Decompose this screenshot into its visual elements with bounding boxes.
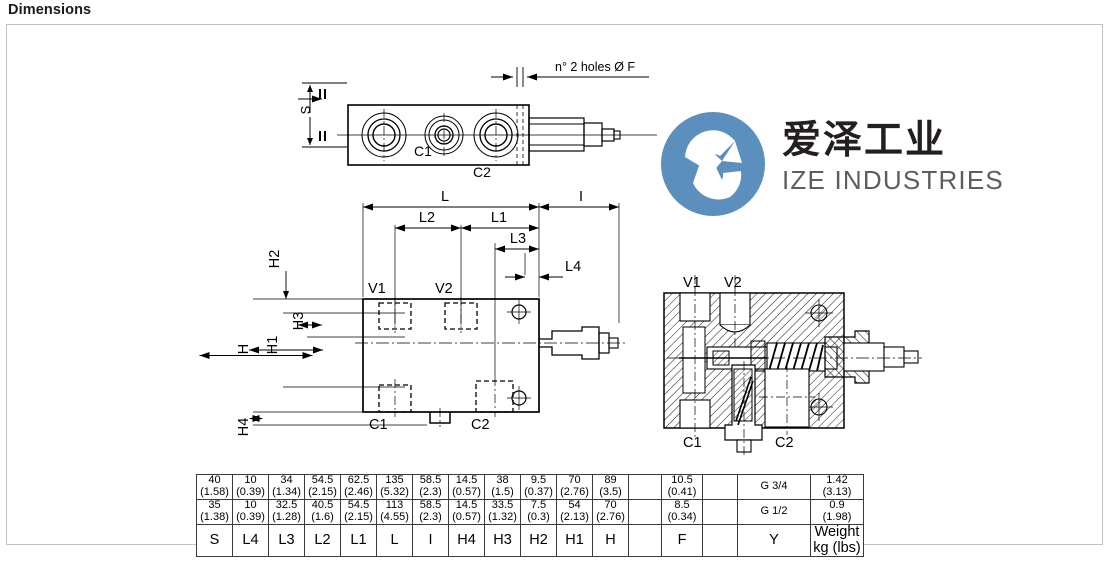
cell-Y-row1: G 3/4 (737, 474, 811, 500)
header-H1: H1 (556, 523, 593, 558)
header-F: F (661, 523, 703, 558)
svg-text:C1: C1 (683, 435, 702, 451)
front-view-drawing: L I L2 L1 L3 L4 (199, 189, 625, 437)
table-row-g34: 40 (1.58) 10 (0.39) 34 (1.34) 54.5 (2.15… (196, 474, 864, 500)
svg-text:H: H (236, 344, 252, 354)
svg-text:L1: L1 (491, 210, 507, 226)
cell-F-row1: 10.5 (0.41) (661, 474, 703, 500)
page-title: Dimensions (8, 2, 92, 18)
svg-text:S: S (298, 105, 313, 114)
header-L: L (376, 523, 413, 558)
header-H4: H4 (448, 523, 485, 558)
svg-text:L3: L3 (510, 231, 526, 247)
header-weight: Weight kg (lbs) (810, 523, 864, 558)
dimensions-content-frame: S (6, 24, 1103, 558)
header-L4: L4 (232, 523, 269, 558)
cell-H3-row2: 33.5 (1.32) (484, 499, 521, 525)
section-view-drawing: V1 V2 C1 C2 (663, 275, 922, 457)
svg-text:L: L (441, 189, 449, 205)
cell-L-row1: 135 (5.32) (376, 474, 413, 500)
header-gap1 (628, 523, 662, 558)
cell-gap2-row1 (702, 474, 738, 500)
svg-text:L4: L4 (565, 259, 581, 275)
svg-text:C2: C2 (473, 164, 491, 180)
brand-text-block: 爱泽工业 IZE INDUSTRIES (782, 118, 1022, 195)
cell-L2-row1: 54.5 (2.15) (304, 474, 341, 500)
header-I: I (412, 523, 449, 558)
cell-H2-row2: 7.5 (0.3) (520, 499, 557, 525)
svg-text:V2: V2 (435, 281, 453, 297)
cell-L1-row2: 54.5 (2.15) (340, 499, 377, 525)
cell-H1-row1: 70 (2.76) (556, 474, 593, 500)
cell-F-row2: 8.5 (0.34) (661, 499, 703, 525)
header-L1: L1 (340, 523, 377, 558)
cell-L4-row2: 10 (0.39) (232, 499, 269, 525)
header-H3: H3 (484, 523, 521, 558)
cell-S-row1: 40 (1.58) (196, 474, 233, 500)
header-H2: H2 (520, 523, 557, 558)
table-header-row: S L4 L3 L2 L1 L I H4 H3 H2 H1 H F Y Weig… (196, 523, 864, 558)
cell-S-row2: 35 (1.38) (196, 499, 233, 525)
cell-H2-row1: 9.5 (0.37) (520, 474, 557, 500)
cell-L1-row1: 62.5 (2.46) (340, 474, 377, 500)
svg-text:H2: H2 (267, 250, 283, 269)
top-view-drawing: S (298, 60, 657, 180)
cell-I-row2: 58.5 (2.3) (412, 499, 449, 525)
svg-text:V1: V1 (368, 281, 386, 297)
brand-name-en: IZE INDUSTRIES (782, 164, 1004, 195)
cell-L2-row2: 40.5 (1.6) (304, 499, 341, 525)
header-H: H (592, 523, 629, 558)
cell-H4-row1: 14.5 (0.57) (448, 474, 485, 500)
svg-text:H4: H4 (236, 418, 252, 437)
dimensions-table: 40 (1.58) 10 (0.39) 34 (1.34) 54.5 (2.15… (196, 474, 864, 558)
header-L2: L2 (304, 523, 341, 558)
header-L3: L3 (268, 523, 305, 558)
svg-text:C1: C1 (414, 143, 432, 159)
header-Y: Y (737, 523, 811, 558)
cell-gap1-row2 (628, 499, 662, 525)
cell-H3-row1: 38 (1.5) (484, 474, 521, 500)
cell-Y-row2: G 1/2 (737, 499, 811, 525)
header-S: S (196, 523, 233, 558)
svg-text:H3: H3 (291, 312, 307, 331)
cell-I-row1: 58.5 (2.3) (412, 474, 449, 500)
cell-L4-row1: 10 (0.39) (232, 474, 269, 500)
technical-drawings: S (199, 60, 922, 457)
svg-text:L2: L2 (419, 210, 435, 226)
cell-H-row2: 70 (2.76) (592, 499, 629, 525)
cell-weight-row2: 0.9 (1.98) (810, 499, 864, 525)
svg-text:C2: C2 (775, 435, 794, 451)
svg-text:C2: C2 (471, 417, 490, 433)
cell-L3-row1: 34 (1.34) (268, 474, 305, 500)
svg-text:I: I (579, 189, 583, 205)
table-row-g12: 35 (1.38) 10 (0.39) 32.5 (1.28) 40.5 (1.… (196, 499, 864, 525)
cell-H4-row2: 14.5 (0.57) (448, 499, 485, 525)
brand-name-cn: 爱泽工业 (782, 118, 947, 163)
brand-logo: 爱泽工业 IZE INDUSTRIES (660, 111, 1020, 221)
cell-L-row2: 113 (4.55) (376, 499, 413, 525)
cell-gap2-row2 (702, 499, 738, 525)
ize-industries-logo-mark (661, 112, 765, 216)
cell-H-row1: 89 (3.5) (592, 474, 629, 500)
cell-L3-row2: 32.5 (1.28) (268, 499, 305, 525)
svg-text:V1: V1 (683, 275, 701, 291)
cell-weight-row1: 1.42 (3.13) (810, 474, 864, 500)
top-view-holes-note: n° 2 holes Ø F (555, 60, 635, 74)
cell-H1-row2: 54 (2.13) (556, 499, 593, 525)
svg-text:C1: C1 (369, 417, 388, 433)
header-gap2 (702, 523, 738, 558)
svg-text:V2: V2 (724, 275, 742, 291)
cell-gap1-row1 (628, 474, 662, 500)
svg-text:H1: H1 (265, 336, 281, 355)
